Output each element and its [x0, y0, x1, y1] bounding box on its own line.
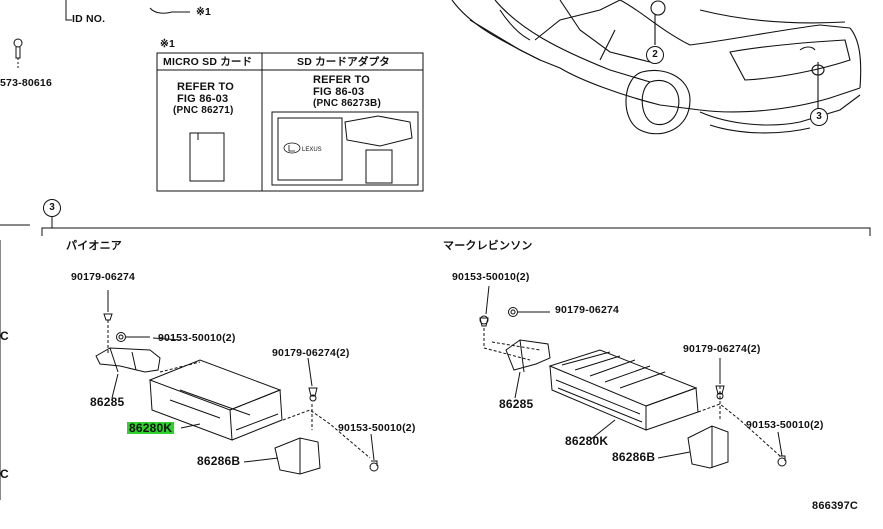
car-illustration [451, 0, 862, 135]
section-frame [41, 227, 871, 236]
sd-adapter-frame [271, 111, 419, 186]
sd-adapter-refer-line-3: (PNC 86273B) [313, 98, 381, 109]
right-part-86286b: 86286B [612, 450, 656, 464]
lexus-logo: LEXUS [283, 142, 322, 154]
sd-adapter-refer-line-1: REFER TO [313, 74, 371, 86]
right-part-90153-50010: 90153-50010(2) [452, 271, 530, 283]
svg-text:LEXUS: LEXUS [302, 147, 322, 153]
bolt-top-left [13, 38, 23, 70]
micro-sd-card-shape [189, 132, 225, 182]
section-title-pioneer: パイオニア [66, 240, 122, 252]
part-number-left-edge: 573-80616 [0, 77, 53, 89]
id-no-label: ID NO. [72, 13, 106, 25]
id-leader-line-2 [149, 7, 190, 14]
id-leader-line [65, 0, 72, 21]
section-title-mark-levinson: マークレビンソン [443, 240, 533, 252]
right-part-86280k: 86280K [565, 434, 609, 448]
left-assembly [95, 290, 379, 475]
right-part-90179-06274: 90179-06274 [555, 304, 620, 316]
sd-adapter-refer-line-2: FIG 86-03 [313, 86, 365, 98]
left-part-90179-06274: 90179-06274 [71, 271, 136, 283]
left-part-86280k-highlighted: 86280K [127, 421, 175, 435]
figure-id: 866397C [812, 500, 859, 512]
micro-sd-refer-line-1: REFER TO [177, 81, 235, 93]
callout-3-car: 3 [810, 108, 828, 126]
callout-2: 2 [646, 46, 664, 64]
edge-letter-c-1: C [0, 329, 9, 343]
right-assembly [479, 285, 787, 469]
left-part-90179-06274-2: 90179-06274(2) [272, 347, 350, 359]
right-part-86285: 86285 [499, 397, 534, 411]
left-part-86286b: 86286B [197, 454, 241, 468]
table-border [156, 52, 424, 192]
callout-3-section: 3 [43, 199, 61, 217]
left-part-90153-50010-2: 90153-50010(2) [338, 422, 416, 434]
left-part-90153-50010: 90153-50010(2) [158, 332, 236, 344]
right-part-90153-50010-2: 90153-50010(2) [746, 419, 824, 431]
table-note-mark: ※1 [160, 38, 176, 50]
micro-sd-refer-line-3: (PNC 86271) [173, 105, 234, 116]
micro-sd-refer-line-2: FIG 86-03 [177, 93, 229, 105]
edge-letter-c-2: C [0, 467, 9, 481]
sd-card-open-shape [344, 115, 413, 147]
right-part-90179-06274-2: 90179-06274(2) [683, 343, 761, 355]
table-header-micro-sd: MICRO SD カード [163, 56, 253, 68]
left-part-86285: 86285 [90, 395, 125, 409]
note-mark-top: ※1 [196, 6, 212, 18]
table-header-sd-adapter: SD カードアダプタ [297, 56, 391, 68]
sd-card-shape [277, 117, 343, 181]
